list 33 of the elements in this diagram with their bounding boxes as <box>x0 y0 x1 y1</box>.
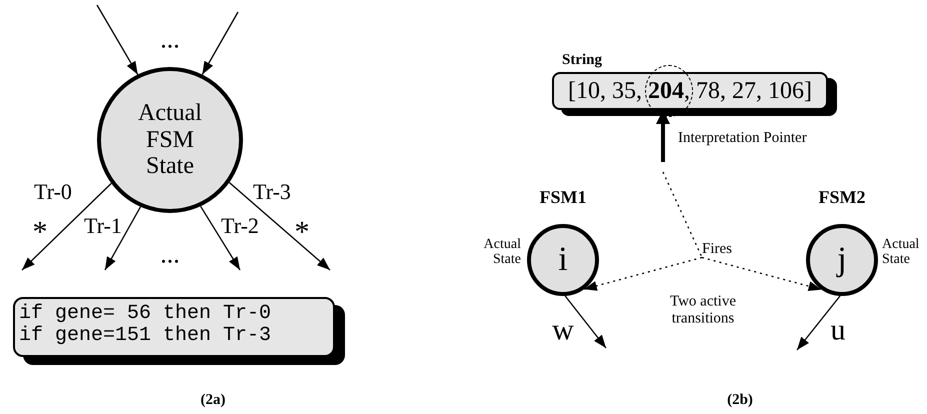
arrow <box>104 206 142 270</box>
edge-label: Tr-1 <box>84 214 122 238</box>
arrow <box>228 182 330 270</box>
state-circle: i <box>527 224 599 296</box>
dots: ... <box>160 240 180 270</box>
asterisk: * <box>294 216 310 248</box>
edge-label: u <box>830 314 846 346</box>
edge-label: Tr-0 <box>34 180 72 204</box>
dotted-arrow <box>584 256 702 291</box>
state-caption: Actual State <box>882 237 920 268</box>
dots: ... <box>160 26 180 54</box>
heading: String <box>562 52 602 68</box>
arrow <box>22 182 112 270</box>
arrow <box>564 296 607 348</box>
edge-label: w <box>552 314 574 346</box>
dotted-arrow <box>702 256 822 292</box>
panel-label: (2b) <box>727 392 753 408</box>
asterisk: * <box>32 216 48 248</box>
arrow <box>202 12 239 75</box>
edge-label: Interpretation Pointer <box>678 130 807 146</box>
arrow <box>796 296 841 350</box>
panel-label: (2a) <box>200 392 226 408</box>
state-circle: Actual FSM State <box>97 67 243 213</box>
arrow <box>96 4 138 75</box>
fires-label: Fires <box>702 241 732 258</box>
edge-label: Tr-2 <box>221 214 259 238</box>
heading: FSM2 <box>818 188 866 208</box>
state-caption: Actual State <box>482 237 521 268</box>
edge-label: Tr-3 <box>253 180 291 204</box>
heading: FSM1 <box>538 188 588 208</box>
state-circle: j <box>806 224 878 296</box>
arrow <box>200 206 241 270</box>
note: Two active transitions <box>668 294 737 326</box>
